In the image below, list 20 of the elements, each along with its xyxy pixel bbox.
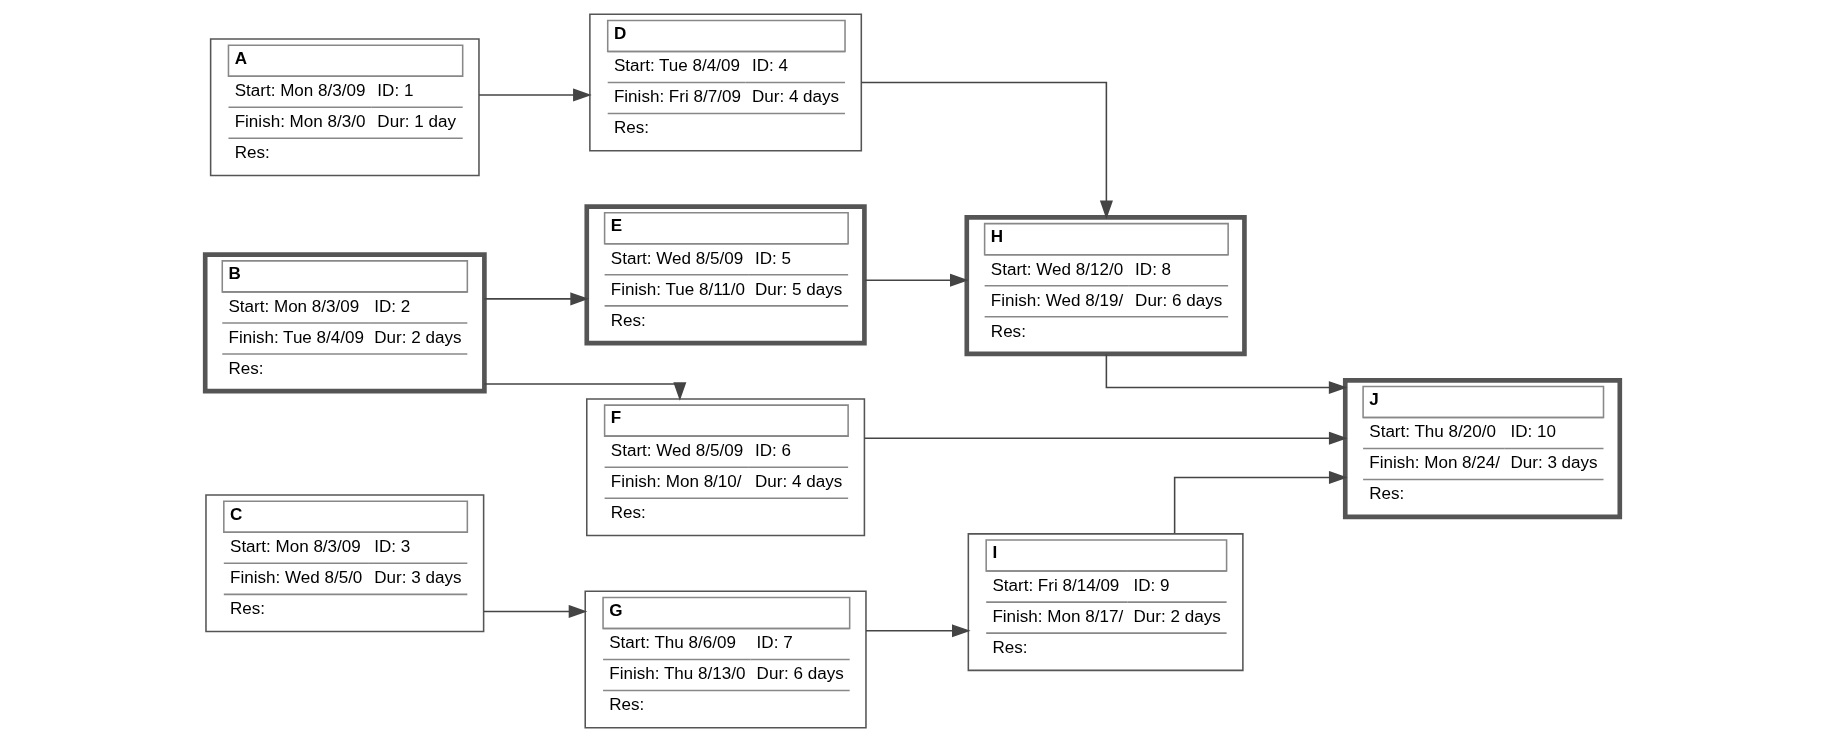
arrow	[477, 88, 592, 102]
arrow	[864, 624, 971, 638]
node-box: A Start: Mon 8/3/09 ID: 1 Finish: Mon 8/3/0 Dur: 1 day Res:	[209, 38, 480, 177]
node-box: J Start: Thu 8/20/0 ID: 10 Finish: Mon 8/24/ Dur: 3 days Res:	[1342, 378, 1622, 520]
arrow	[1105, 353, 1347, 395]
arrow	[860, 81, 1113, 220]
node-box: B Start: Mon 8/3/09 ID: 2 Finish: Tue 8/4/09 Dur: 2 days Res:	[202, 252, 487, 394]
node-box: I Start: Fri 8/14/09 ID: 9 Finish: Mon 8/17/ Dur: 2 days Res:	[967, 533, 1244, 672]
node-box: D Start: Tue 8/4/09 ID: 4 Finish: Fri 8/7/09 Dur: 4 days Res:	[588, 13, 862, 152]
node-box: H Start: Wed 8/12/0 ID: 8 Finish: Wed 8/19/ Dur: 6 days Res:	[963, 215, 1247, 357]
arrow	[483, 292, 589, 306]
arrow	[863, 431, 1348, 445]
arrow	[863, 273, 969, 287]
arrow	[483, 382, 686, 401]
arrow	[1173, 471, 1348, 534]
arrow	[482, 604, 587, 618]
node-box: C Start: Mon 8/3/09 ID: 3 Finish: Wed 8/5/0 Dur: 3 days Res:	[204, 494, 484, 633]
node-box: E Start: Wed 8/5/09 ID: 5 Finish: Tue 8/11/0 Dur: 5 days Res:	[583, 204, 867, 346]
node-box: G Start: Thu 8/6/09 ID: 7 Finish: Thu 8/13/0 Dur: 6 days Res:	[583, 590, 867, 729]
node-box: F Start: Wed 8/5/09 ID: 6 Finish: Mon 8/10/ Dur: 4 days Res:	[585, 398, 865, 537]
